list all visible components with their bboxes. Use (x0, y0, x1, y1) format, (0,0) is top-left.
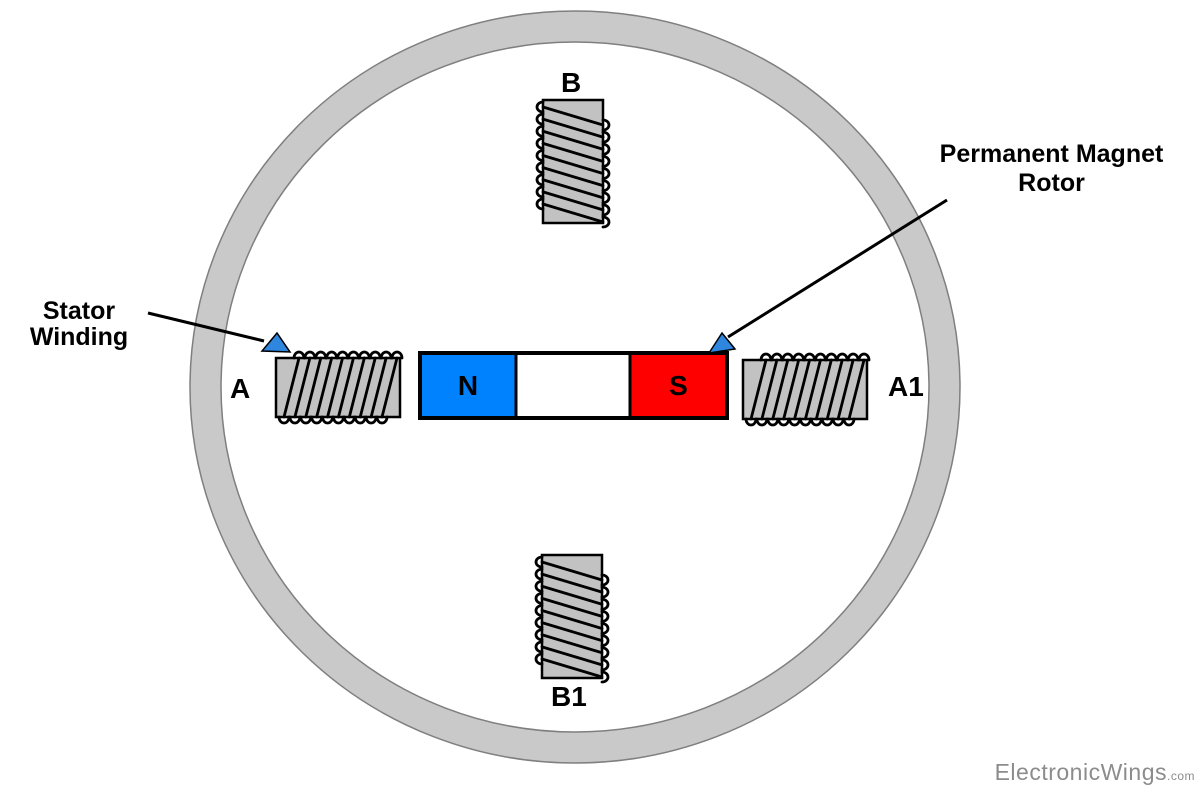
watermark-brand: ElectronicWings (994, 759, 1167, 785)
coil-a-winding-wire (277, 350, 404, 425)
rotor-arrowhead (707, 331, 737, 354)
coil-b1 (534, 553, 610, 684)
rotor-callout-arrow (707, 198, 948, 354)
watermark-tld: .com (1166, 769, 1195, 783)
permanent-magnet-rotor-label: Permanent Magnet Rotor (939, 140, 1164, 197)
south-pole-label: S (669, 370, 688, 401)
coil-a1-winding-wire (744, 352, 871, 427)
rotor-arrow-line (727, 198, 948, 339)
coil-a-label: A (230, 373, 251, 404)
rotor-middle-segment (514, 351, 632, 420)
coil-b-winding-wire (535, 100, 611, 229)
rotor-bar (418, 351, 729, 420)
coil-b-label: B (561, 67, 582, 98)
coil-a1-label: A1 (888, 371, 924, 402)
coil-b1-winding-wire (534, 555, 610, 684)
coil-a1 (741, 352, 871, 427)
watermark: ElectronicWings.com (995, 759, 1195, 786)
coil-b (535, 98, 611, 229)
stator-winding-arrow-line (147, 311, 265, 343)
stator-winding-arrowhead (260, 331, 292, 353)
stator-winding-callout-arrow (147, 311, 292, 353)
north-pole-label: N (457, 370, 479, 401)
stator-winding-label: Stator Winding (29, 297, 129, 351)
rotor-outline (418, 351, 729, 420)
coil-a (274, 350, 404, 425)
stator-coils (274, 98, 871, 684)
coil-b1-label: B1 (551, 681, 587, 712)
